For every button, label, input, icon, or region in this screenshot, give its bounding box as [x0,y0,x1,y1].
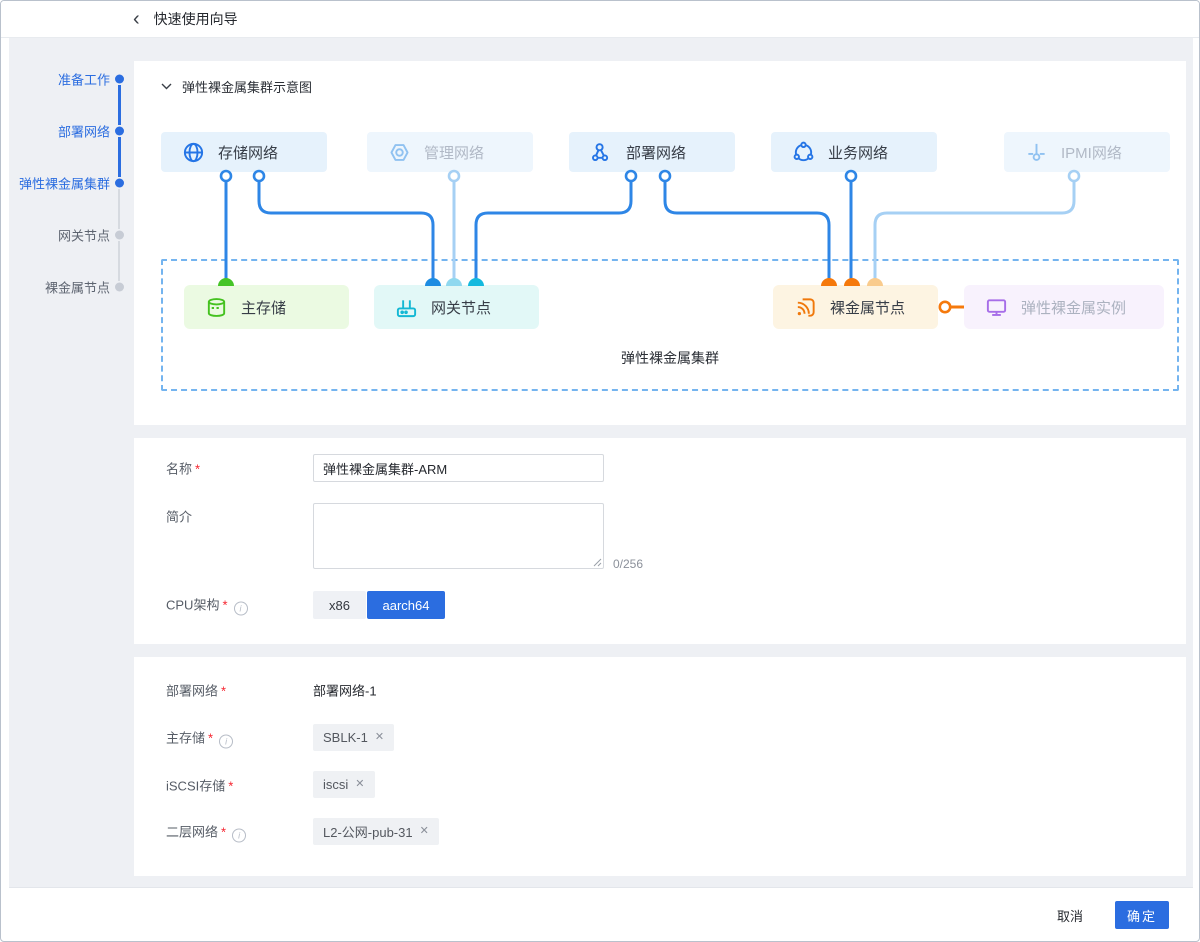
cpu-option-aarch64[interactable]: aarch64 [367,591,445,619]
description-field-wrap [313,503,604,569]
node-baremetal-instance: 弹性裸金属实例 [964,285,1164,329]
deploy-network-value: 部署网络-1 [313,683,377,699]
name-input[interactable] [313,454,604,482]
remove-tag-icon[interactable]: ✕ [374,731,385,743]
step-dot [115,126,124,136]
node-label: 裸金属节点 [830,299,906,317]
required-mark: * [208,730,214,746]
database-icon [207,297,226,317]
step-dot [115,282,124,292]
cluster-label: 弹性裸金属集群 [621,350,719,366]
page-title: 快速使用向导 [153,11,238,27]
required-mark: * [222,597,228,613]
node-label: 主存储 [241,299,287,317]
l2-network-label: 二层网络*i [166,822,247,843]
remove-tag-icon[interactable]: ✕ [355,778,365,790]
node-ipmi-network: IPMI网络 [1004,132,1170,172]
required-mark: * [195,461,201,477]
monitor-icon [986,298,1007,316]
basic-form-panel: 名称* 简介 0/256 CPU架构*i x86 aarch64 [134,438,1186,644]
wizard-stepper: 准备工作 部署网络 弹性裸金属集群 网关节点 裸金属节点 [1,38,134,338]
step-connector [118,85,121,125]
resize-grip-icon[interactable] [593,558,602,567]
step-prepare[interactable]: 准备工作 [57,72,110,88]
remove-tag-icon[interactable]: ✕ [419,825,429,837]
primary-storage-label: 主存储*i [166,728,234,749]
info-icon[interactable]: i [233,601,248,616]
step-connector [118,189,120,229]
network-form-panel: 部署网络* 部署网络-1 主存储*i SBLK-1✕ iSCSI存储* iscs… [134,657,1186,876]
node-primary-storage: 主存储 [184,285,349,329]
deploy-network-label: 部署网络* [166,683,227,699]
node-business-network: 业务网络 [771,132,937,172]
node-deploy-network: 部署网络 [569,132,735,172]
iscsi-storage-tag: iscsi✕ [313,771,375,798]
back-icon[interactable]: ‹ [133,8,140,30]
char-counter: 0/256 [613,557,644,571]
branch-icon [1028,143,1045,161]
node-label: 部署网络 [626,144,687,162]
step-connector [118,241,120,281]
node-gateway: 网关节点 [374,285,539,329]
router-icon [396,299,417,317]
required-mark: * [221,824,227,840]
info-icon[interactable]: i [232,828,247,843]
step-gateway-node[interactable]: 网关节点 [57,228,110,244]
node-label: 业务网络 [828,144,889,162]
diagram-section-title: 弹性裸金属集群示意图 [182,80,313,95]
diagram-panel: 弹性裸金属集群示意图 存储网络 管理网络 部署网络 业务网络 IPMI网络 弹性… [134,61,1186,425]
globe-icon [183,142,204,162]
l2-network-tag: L2-公网-pub-31✕ [313,818,439,845]
info-icon[interactable]: i [219,734,234,749]
confirm-button[interactable]: 确定 [1114,901,1169,929]
iscsi-storage-label: iSCSI存储* [166,778,234,794]
step-dot [115,178,124,188]
cancel-button[interactable]: 取消 [1056,908,1083,924]
step-baremetal-node[interactable]: 裸金属节点 [44,280,110,296]
hexagon-gear-icon [390,143,409,161]
node-label: 网关节点 [431,299,492,317]
description-label: 简介 [166,509,193,525]
top-bar: ‹ 快速使用向导 [1,1,1199,38]
step-dot [115,74,124,84]
cpu-arch-label: CPU架构*i [166,595,248,616]
primary-storage-tag: SBLK-1✕ [313,724,395,751]
cpu-option-x86[interactable]: x86 [313,591,366,619]
node-label: IPMI网络 [1061,144,1122,162]
required-mark: * [221,683,227,699]
node-label: 管理网络 [424,144,485,162]
cycle-icon [793,141,814,161]
diagram-collapse-header[interactable]: 弹性裸金属集群示意图 [161,77,312,96]
required-mark: * [228,778,234,794]
description-textarea[interactable] [313,503,604,569]
step-connector [118,137,121,177]
footer-bar: 取消 确定 [9,887,1193,941]
step-dot [115,230,124,240]
node-label: 存储网络 [218,144,279,162]
node-management-network: 管理网络 [367,132,533,172]
bare-metal-icon [797,297,815,317]
node-baremetal: 裸金属节点 [773,285,938,329]
node-storage-network: 存储网络 [161,132,327,172]
name-label: 名称* [166,461,201,477]
step-deploy-network[interactable]: 部署网络 [57,124,110,140]
node-label: 弹性裸金属实例 [1021,299,1127,317]
step-cluster[interactable]: 弹性裸金属集群 [18,176,110,192]
chevron-down-icon [161,83,172,90]
topology-icon [592,142,609,161]
